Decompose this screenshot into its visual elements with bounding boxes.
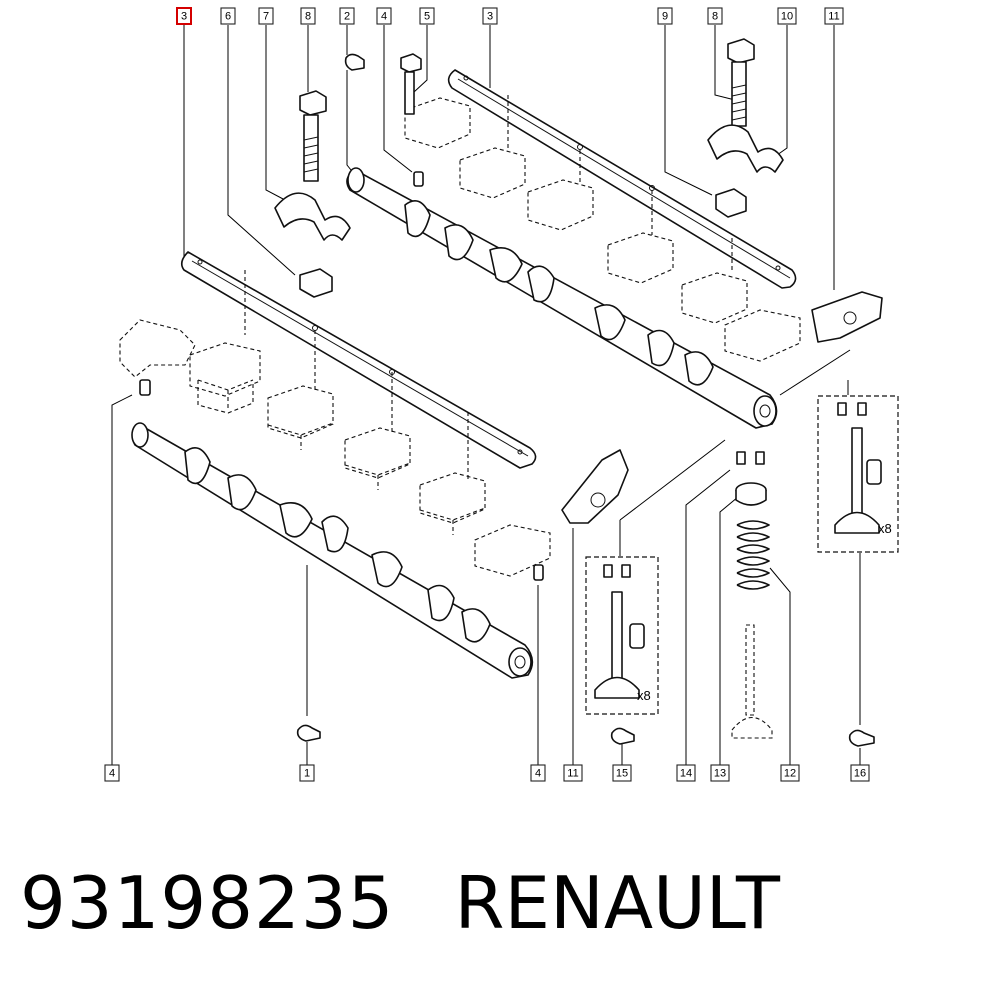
callout-label-12: 12 [780, 764, 800, 782]
callout-label-8: 8 [707, 7, 723, 25]
brand-name: RENAULT [454, 861, 780, 945]
qty-exhaust: x8 [637, 688, 651, 703]
callout-number: 3 [487, 11, 493, 23]
callout-number: 14 [680, 768, 692, 780]
callout-number: 1 [304, 768, 310, 780]
callout-label-7: 7 [258, 7, 274, 25]
rocker-shaft-rear [447, 69, 797, 289]
callout-number: 8 [305, 11, 311, 23]
leader-lines [111, 25, 861, 766]
callout-label-8: 8 [300, 7, 316, 25]
callout-label-5: 5 [419, 7, 435, 25]
callout-label-4: 4 [530, 764, 546, 782]
callout-label-11: 11 [824, 7, 844, 25]
callout-label-16: 16 [850, 764, 870, 782]
clip-fasteners [296, 724, 875, 747]
callout-label-3: 3 [482, 7, 498, 25]
callout-label-1: 1 [299, 764, 315, 782]
callout-number: 6 [225, 11, 231, 23]
part-number: 93198235 [20, 861, 395, 945]
callout-number: 16 [854, 768, 866, 780]
bolt-right [727, 38, 755, 127]
valve-group-inlet: x8 [817, 395, 899, 553]
callout-label-2: 2 [339, 7, 355, 25]
callout-number: 15 [616, 768, 628, 780]
callout-number: 11 [567, 768, 578, 780]
callout-number: 10 [781, 11, 793, 23]
callout-number: 4 [535, 768, 541, 780]
camshaft-exhaust [131, 422, 534, 679]
callout-number: 9 [662, 11, 668, 23]
callout-label-4: 4 [376, 7, 392, 25]
callout-label-14: 14 [676, 764, 696, 782]
bearing-blocks [119, 95, 801, 577]
callout-label-6: 6 [220, 7, 236, 25]
callout-number: 11 [828, 11, 839, 23]
bracket-left [274, 192, 351, 298]
callout-label-15: 15 [612, 764, 632, 782]
qty-inlet: x8 [878, 521, 892, 536]
callout-number: 8 [712, 11, 718, 23]
callout-label-3: 3 [176, 7, 192, 25]
camshaft-inlet [346, 167, 778, 429]
callout-number: 4 [381, 11, 387, 23]
callout-label-4: 4 [104, 764, 120, 782]
callout-label-9: 9 [657, 7, 673, 25]
callout-label-11: 11 [563, 764, 583, 782]
callout-number: 12 [784, 768, 796, 780]
small-parts [139, 53, 544, 581]
callout-number: 5 [424, 11, 430, 23]
valve-group-exhaust: x8 [585, 556, 659, 715]
spring-assembly [731, 451, 773, 739]
callout-label-13: 13 [710, 764, 730, 782]
rocker-arm-right [811, 291, 883, 343]
bracket-right [707, 124, 784, 218]
bolt-left [299, 90, 327, 182]
callout-number: 13 [714, 768, 726, 780]
callout-number: 2 [344, 11, 350, 23]
callout-number: 7 [263, 11, 269, 23]
callout-number: 3 [181, 11, 187, 23]
bolt-small [400, 53, 422, 115]
rocker-shaft-front [180, 251, 537, 469]
callout-label-10: 10 [777, 7, 797, 25]
rocker-arm-left [561, 449, 629, 524]
caption: 93198235 RENAULT [20, 858, 980, 948]
callout-number: 4 [109, 768, 115, 780]
